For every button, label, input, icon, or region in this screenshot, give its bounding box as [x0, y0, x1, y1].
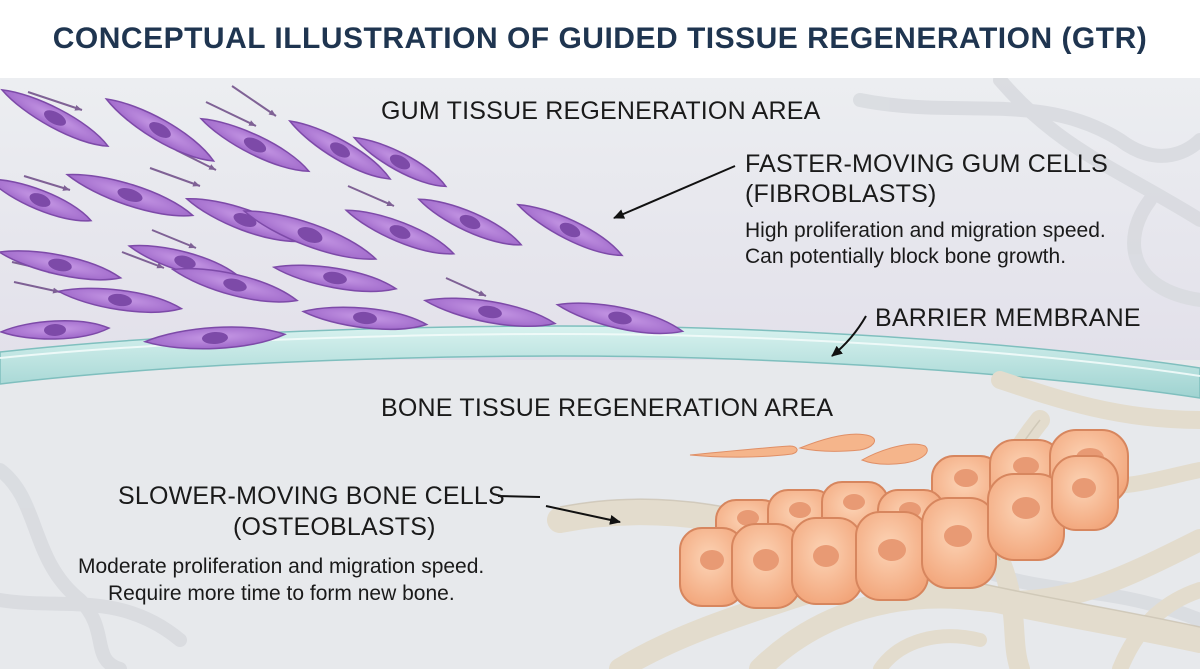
migrating-bone-cells — [689, 433, 928, 465]
osteoblast-cell — [1051, 455, 1119, 531]
fibroblast-cell — [0, 178, 93, 222]
fibroblast-desc-line1: High proliferation and migration speed. — [745, 219, 1106, 242]
osteoblast-cell — [921, 497, 997, 589]
fibroblast-cell — [555, 302, 685, 335]
fibroblast-cell — [0, 320, 111, 340]
fibroblast-cell — [0, 88, 110, 148]
fibroblast-cell — [288, 119, 392, 180]
fibroblast-pointer-arrow — [613, 165, 736, 219]
osteoblast-cell — [987, 473, 1065, 561]
osteoblast-desc-line2: Require more time to form new bone. — [108, 582, 455, 605]
fibroblast-cell — [199, 117, 311, 173]
fibroblast-cell — [0, 250, 123, 281]
fibroblast-cell — [170, 267, 299, 303]
fibroblast-cell — [142, 326, 287, 350]
fibroblast-cells — [0, 88, 685, 350]
membrane-pointer-arrow — [831, 315, 867, 357]
fibroblast-cell — [516, 203, 624, 257]
fibroblast-cell — [65, 173, 195, 217]
osteoblast-title-line2: (OSTEOBLASTS) — [233, 513, 436, 541]
gum-area-label: GUM TISSUE REGENERATION AREA — [381, 97, 821, 125]
fibroblast-cell — [352, 136, 448, 188]
fibroblast-cell — [56, 287, 184, 313]
osteoblast-pointer-line — [497, 495, 541, 498]
pointer-arrows — [497, 165, 867, 525]
fibroblast-cell — [422, 297, 557, 328]
fibroblast-cell — [242, 210, 378, 260]
osteoblast-cell — [855, 511, 929, 601]
osteoblast-desc-line1: Moderate proliferation and migration spe… — [78, 555, 485, 578]
fibroblast-title-line2: (FIBROBLASTS) — [745, 180, 937, 208]
osteoblast-cell — [791, 517, 863, 605]
osteoblast-pointer-arrow — [545, 505, 621, 525]
fibroblast-desc-line2: Can potentially block bone growth. — [745, 245, 1067, 268]
osteoblast-title-line1: SLOWER-MOVING BONE CELLS — [118, 482, 505, 510]
osteoblast-cell — [731, 523, 801, 609]
barrier-membrane-label: BARRIER MEMBRANE — [875, 304, 1141, 332]
fibroblast-cell — [344, 209, 456, 255]
fibroblast-cell — [271, 264, 398, 293]
bone-area-label: BONE TISSUE REGENERATION AREA — [381, 394, 834, 422]
osteoblast-cluster — [679, 429, 1129, 609]
fibroblast-title-line1: FASTER-MOVING GUM CELLS — [745, 150, 1108, 178]
fibroblast-cell — [104, 98, 216, 162]
fibroblast-cell — [417, 198, 523, 246]
fibroblast-cell — [301, 306, 429, 330]
gtr-illustration — [0, 78, 1200, 669]
page-title: CONCEPTUAL ILLUSTRATION OF GUIDED TISSUE… — [0, 0, 1200, 78]
